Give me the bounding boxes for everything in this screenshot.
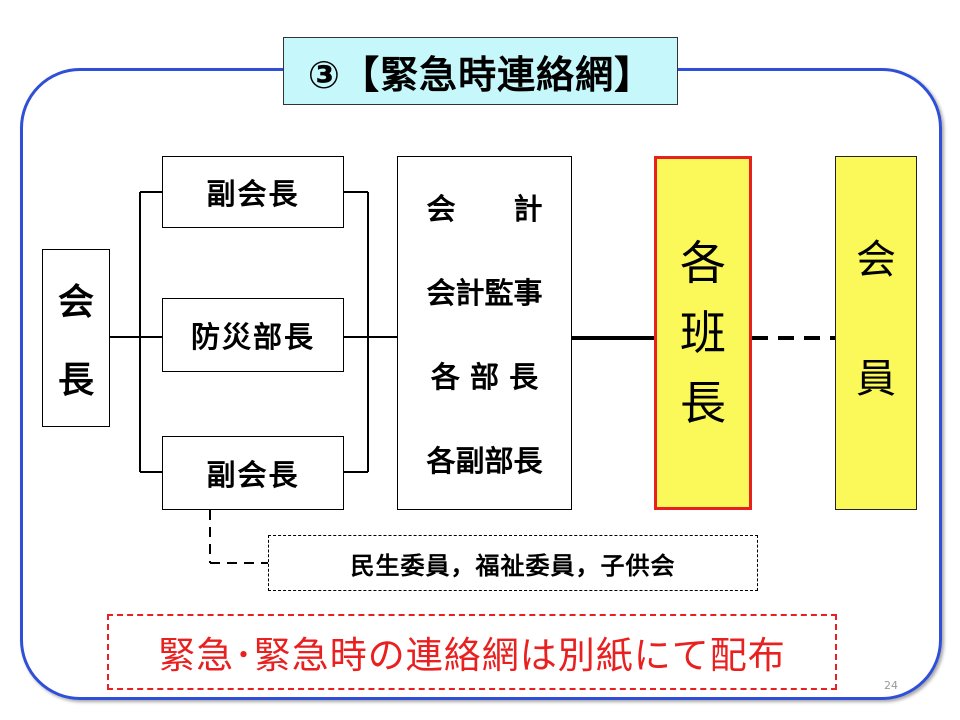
role-auditor: 会計監事 (426, 276, 543, 310)
vice-chair-top-box: 副会長 (162, 156, 344, 228)
role-accountant: 会 計 (426, 192, 543, 226)
members-box: 会 員 (835, 156, 917, 510)
group-leader-char-2: 班 (680, 306, 726, 360)
vice-chair-bottom-box: 副会長 (162, 436, 344, 510)
role-dept-heads: 各 部 長 (430, 360, 539, 394)
group-leader-box: 各 班 長 (654, 156, 752, 510)
members-label-2: 員 (856, 356, 896, 402)
chairman-label-1: 会 (57, 282, 94, 323)
group-leader-char-3: 長 (680, 376, 726, 430)
chairman-box: 会 長 (42, 249, 110, 427)
disaster-head-box: 防災部長 (162, 298, 344, 372)
page-title: ③【緊急時連絡網】 (283, 37, 678, 105)
welfare-box: 民生委員，福祉委員，子供会 (268, 535, 758, 591)
notice-box: 緊急･緊急時の連絡網は別紙にて配布 (107, 614, 837, 690)
members-label-1: 会 (856, 237, 896, 283)
chairman-label-2: 長 (57, 360, 94, 401)
role-vice-dept-heads: 各副部長 (426, 444, 543, 478)
page-number: 24 (884, 679, 898, 692)
officers-box: 会 計 会計監事 各 部 長 各副部長 (397, 156, 572, 510)
group-leader-char-1: 各 (680, 236, 726, 290)
